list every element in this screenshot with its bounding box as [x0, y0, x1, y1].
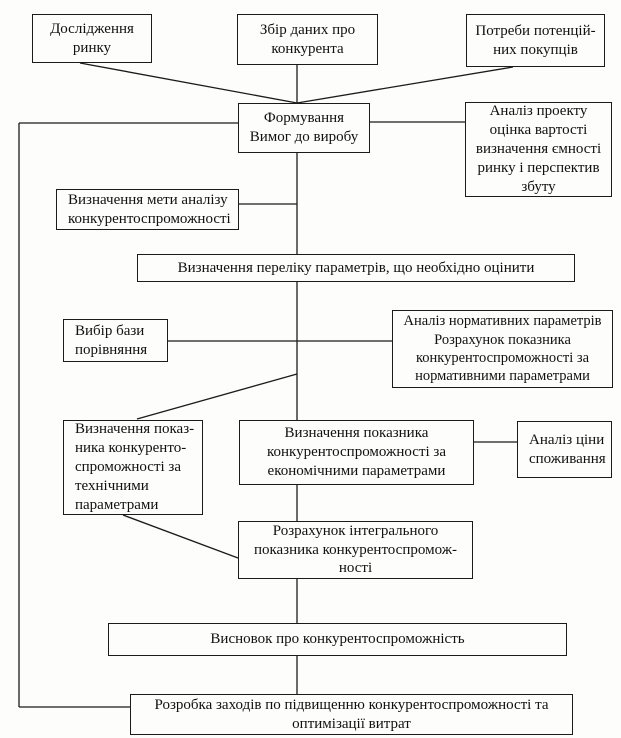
node-integral-index-label: Розрахунок інтегрального показника конку…: [253, 522, 458, 577]
edge-spine-to-technical: [136, 373, 298, 420]
node-economic-params-label: Визначення показника конкурентоспроможно…: [266, 425, 447, 479]
node-competitor-data-label: Збір даних про конкурента: [259, 21, 356, 57]
node-comparison-base: Вибір бази порівняння: [63, 319, 168, 362]
node-conclusion-label: Висновок про конкурентоспроможність: [210, 631, 465, 648]
node-project-analysis: Аналіз проекту оцінка вартості визначенн…: [465, 102, 612, 197]
node-price-analysis: Аналіз ціни споживання: [517, 421, 612, 478]
node-buyer-needs-label: Потреби потенцій- них покупців: [475, 22, 596, 58]
node-normative-params-label: Аналіз нормативних параметрів Розрахунок…: [403, 313, 602, 385]
node-price-analysis-label: Аналіз ціни споживання: [529, 431, 606, 467]
node-buyer-needs: Потреби потенцій- них покупців: [466, 14, 605, 67]
node-market-research-label: Дослідження ринку: [50, 20, 134, 56]
edge-market-to-form: [79, 62, 298, 104]
node-analysis-goal-label: Визначення мети аналізу конкурентоспромо…: [68, 191, 231, 227]
node-economic-params: Визначення показника конкурентоспроможно…: [239, 420, 474, 485]
node-market-research: Дослідження ринку: [32, 14, 152, 63]
node-competitor-data: Збір даних про конкурента: [237, 14, 378, 65]
node-measures-label: Розробка заходів по підвищенню конкурент…: [154, 696, 549, 732]
edge-needs-to-form: [296, 66, 514, 104]
node-measures: Розробка заходів по підвищенню конкурент…: [130, 694, 573, 735]
node-form-requirements-label: Формування Вимог до виробу: [249, 110, 359, 145]
node-project-analysis-label: Аналіз проекту оцінка вартості визначенн…: [475, 103, 602, 195]
node-analysis-goal: Визначення мети аналізу конкурентоспромо…: [56, 189, 239, 230]
node-technical-params: Визначення показ- ника конкуренто- спром…: [63, 420, 203, 515]
node-params-list-label: Визначення переліку параметрів, що необх…: [177, 259, 535, 276]
node-technical-params-label: Визначення показ- ника конкуренто- спром…: [75, 421, 195, 513]
node-params-list: Визначення переліку параметрів, що необх…: [137, 254, 575, 282]
node-comparison-base-label: Вибір бази порівняння: [75, 322, 148, 358]
node-normative-params: Аналіз нормативних параметрів Розрахунок…: [392, 310, 613, 388]
node-conclusion: Висновок про конкурентоспроможність: [108, 623, 567, 656]
node-form-requirements: Формування Вимог до виробу: [238, 103, 370, 153]
edge-technical-to-integral: [122, 514, 239, 559]
node-integral-index: Розрахунок інтегрального показника конку…: [238, 521, 473, 579]
